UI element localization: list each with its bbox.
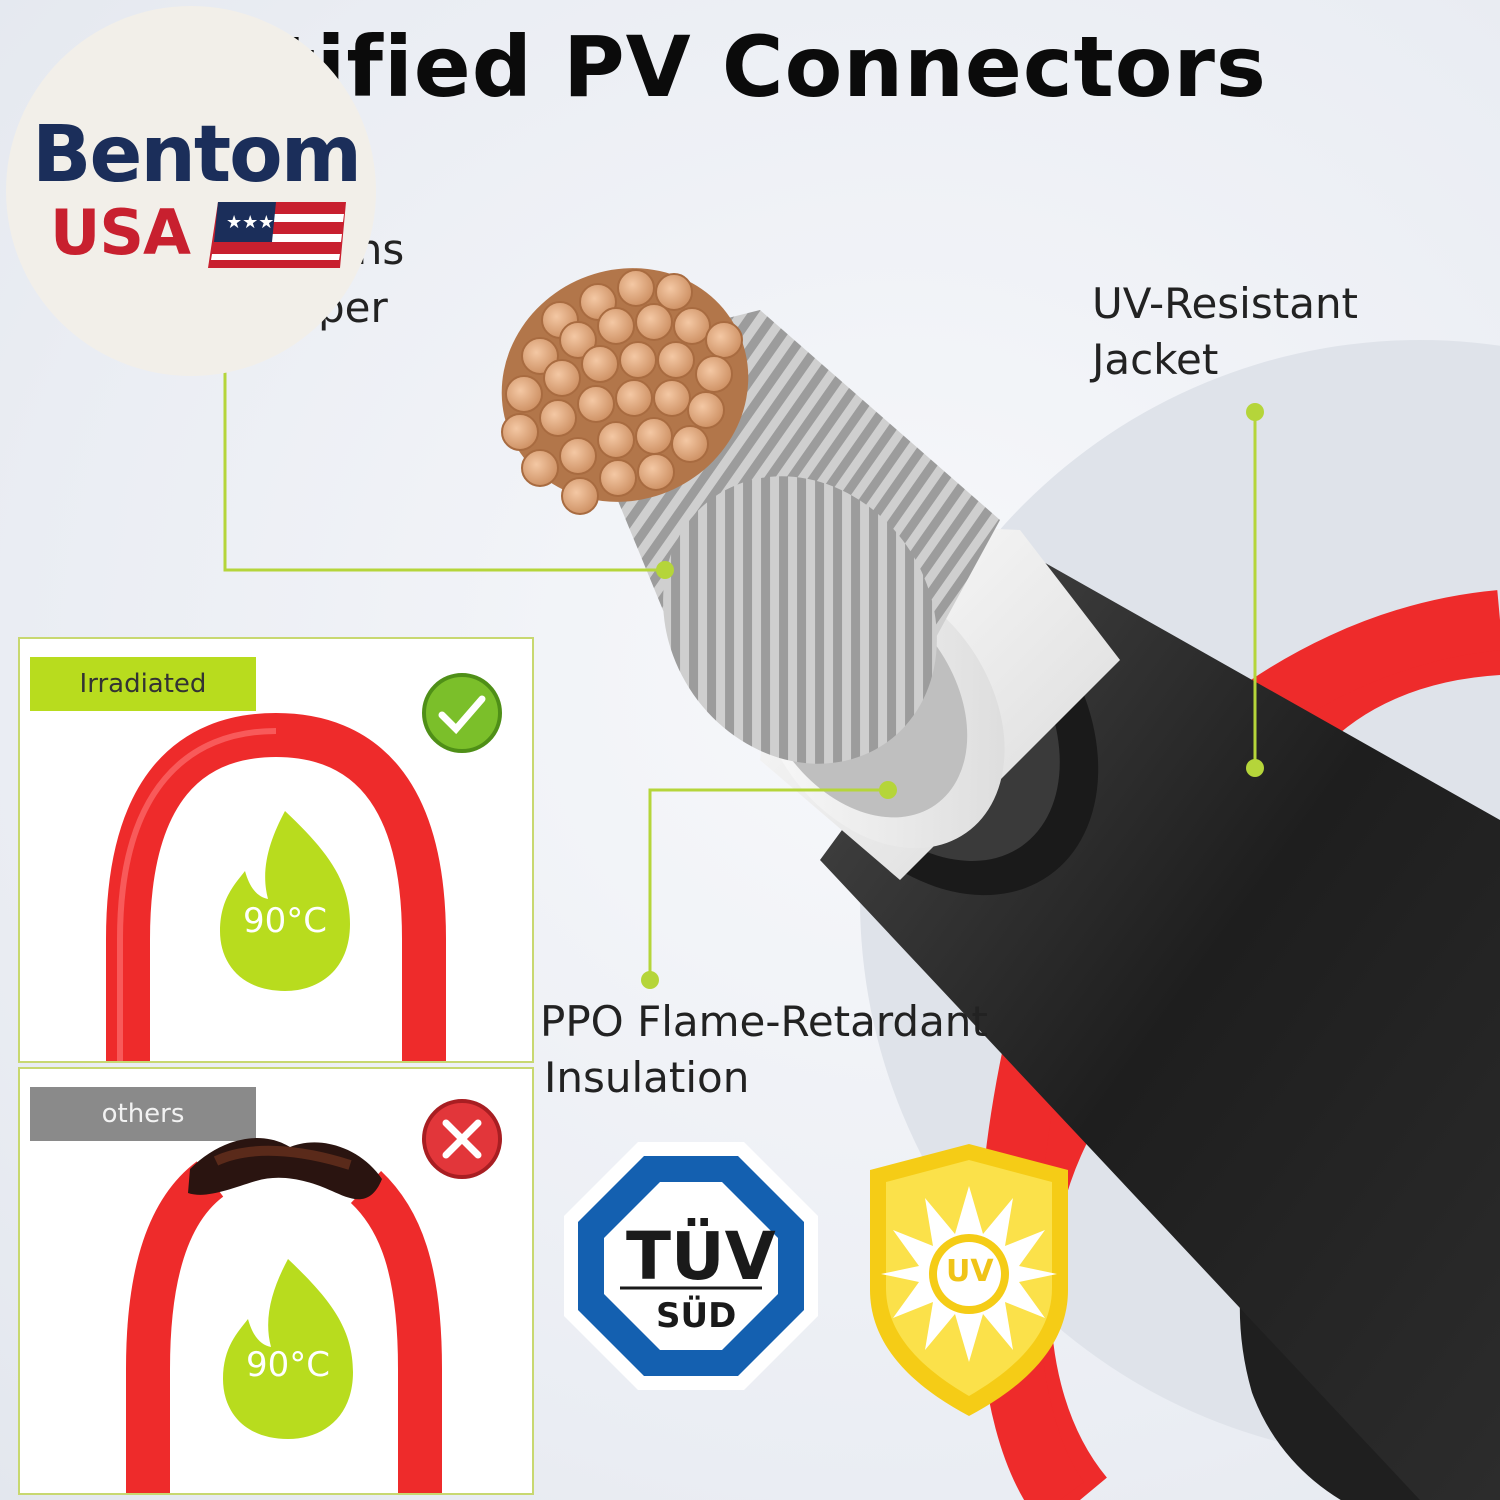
flame-icon [223, 1259, 353, 1439]
flame-icon [220, 811, 350, 991]
intact-red-cable [106, 712, 446, 1061]
tuv-text: TÜV [626, 1218, 776, 1295]
page-title: rtified PV Connectors [233, 18, 1267, 116]
insulation-label-line1: PPO Flame-Retardant [540, 997, 988, 1046]
irradiated-temperature: 90°C [242, 901, 327, 941]
copper-strands [501, 269, 743, 515]
brand-logo: Bentom USA ★★★ [6, 6, 376, 376]
check-icon [422, 673, 502, 753]
callout-lines [223, 370, 1257, 980]
insulation-label-line2: Insulation [544, 1053, 750, 1102]
others-temperature: 90°C [245, 1345, 330, 1385]
sud-text: SÜD [656, 1296, 737, 1336]
others-panel: others 90°C [18, 1067, 534, 1495]
uv-mark-text: UV [946, 1254, 994, 1289]
jacket-label-line1: UV-Resistant [1092, 279, 1359, 328]
jacket-label-line2: Jacket [1092, 335, 1219, 384]
others-tag: others [30, 1087, 256, 1141]
callout-dots [641, 403, 1264, 989]
uv-shield-badge-icon [870, 1144, 1068, 1416]
us-flag-icon: ★★★ [208, 202, 346, 268]
irradiated-tag: Irradiated [30, 657, 256, 711]
logo-sub-text: USA [50, 196, 191, 269]
sun-icon [881, 1186, 1057, 1362]
burnt-red-cable [126, 1138, 442, 1493]
tuv-sud-badge-icon [564, 1142, 818, 1390]
logo-brand-text: Bentom [32, 110, 362, 200]
irradiated-panel: Irradiated 90°C [18, 637, 534, 1063]
svg-text:★★★: ★★★ [226, 212, 274, 233]
cross-icon [422, 1099, 502, 1179]
